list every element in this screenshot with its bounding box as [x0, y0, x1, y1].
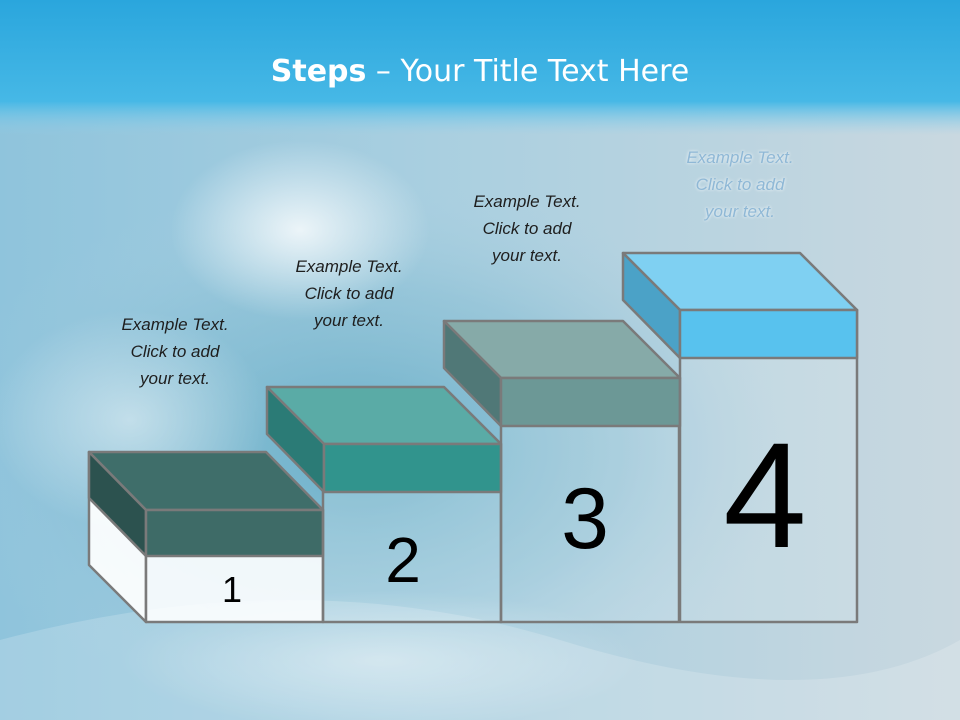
step-2-block-front [322, 442, 503, 494]
step-3-number: 3 [561, 471, 609, 567]
step-4[interactable] [621, 251, 859, 624]
step-1-caption-line-2: Click to add [130, 342, 220, 361]
step-3-caption-line-2: Click to add [482, 219, 572, 238]
step-2-caption[interactable]: Example Text. Click to add your text. [264, 253, 434, 334]
title-bold-part: Steps [270, 54, 367, 89]
step-1-caption[interactable]: Example Text. Click to add your text. [90, 311, 260, 392]
step-2-caption-line-3: your text. [314, 311, 384, 330]
step-4-block-front [678, 308, 859, 360]
step-4-caption-line-2: Click to add [695, 175, 785, 194]
step-2-number: 2 [385, 524, 421, 596]
step-3-block-front [499, 376, 682, 428]
step-1-caption-line-1: Example Text. [121, 315, 229, 334]
step-2[interactable] [265, 385, 503, 624]
step-3-caption[interactable]: Example Text. Click to add your text. [442, 188, 612, 269]
step-3-caption-line-3: your text. [492, 246, 562, 265]
step-3[interactable] [442, 319, 682, 624]
step-4-caption-line-1: Example Text. [686, 148, 794, 167]
step-1-number: 1 [221, 569, 243, 610]
step-4-caption-line-3: your text. [705, 202, 775, 221]
step-1-block-front [144, 508, 325, 558]
step-1-caption-line-3: your text. [140, 369, 210, 388]
step-4-caption[interactable]: Example Text. Click to add your text. [655, 144, 825, 225]
title-rest-part: – Your Title Text Here [366, 54, 690, 89]
slide-title[interactable]: Steps – Your Title Text Here [0, 54, 960, 89]
title-bar [0, 0, 960, 135]
step-2-caption-line-2: Click to add [304, 284, 394, 303]
step-2-caption-line-1: Example Text. [295, 257, 403, 276]
step-3-caption-line-1: Example Text. [473, 192, 581, 211]
step-1[interactable] [87, 450, 325, 624]
step-4-number: 4 [723, 411, 807, 579]
step-4-base [678, 308, 859, 624]
